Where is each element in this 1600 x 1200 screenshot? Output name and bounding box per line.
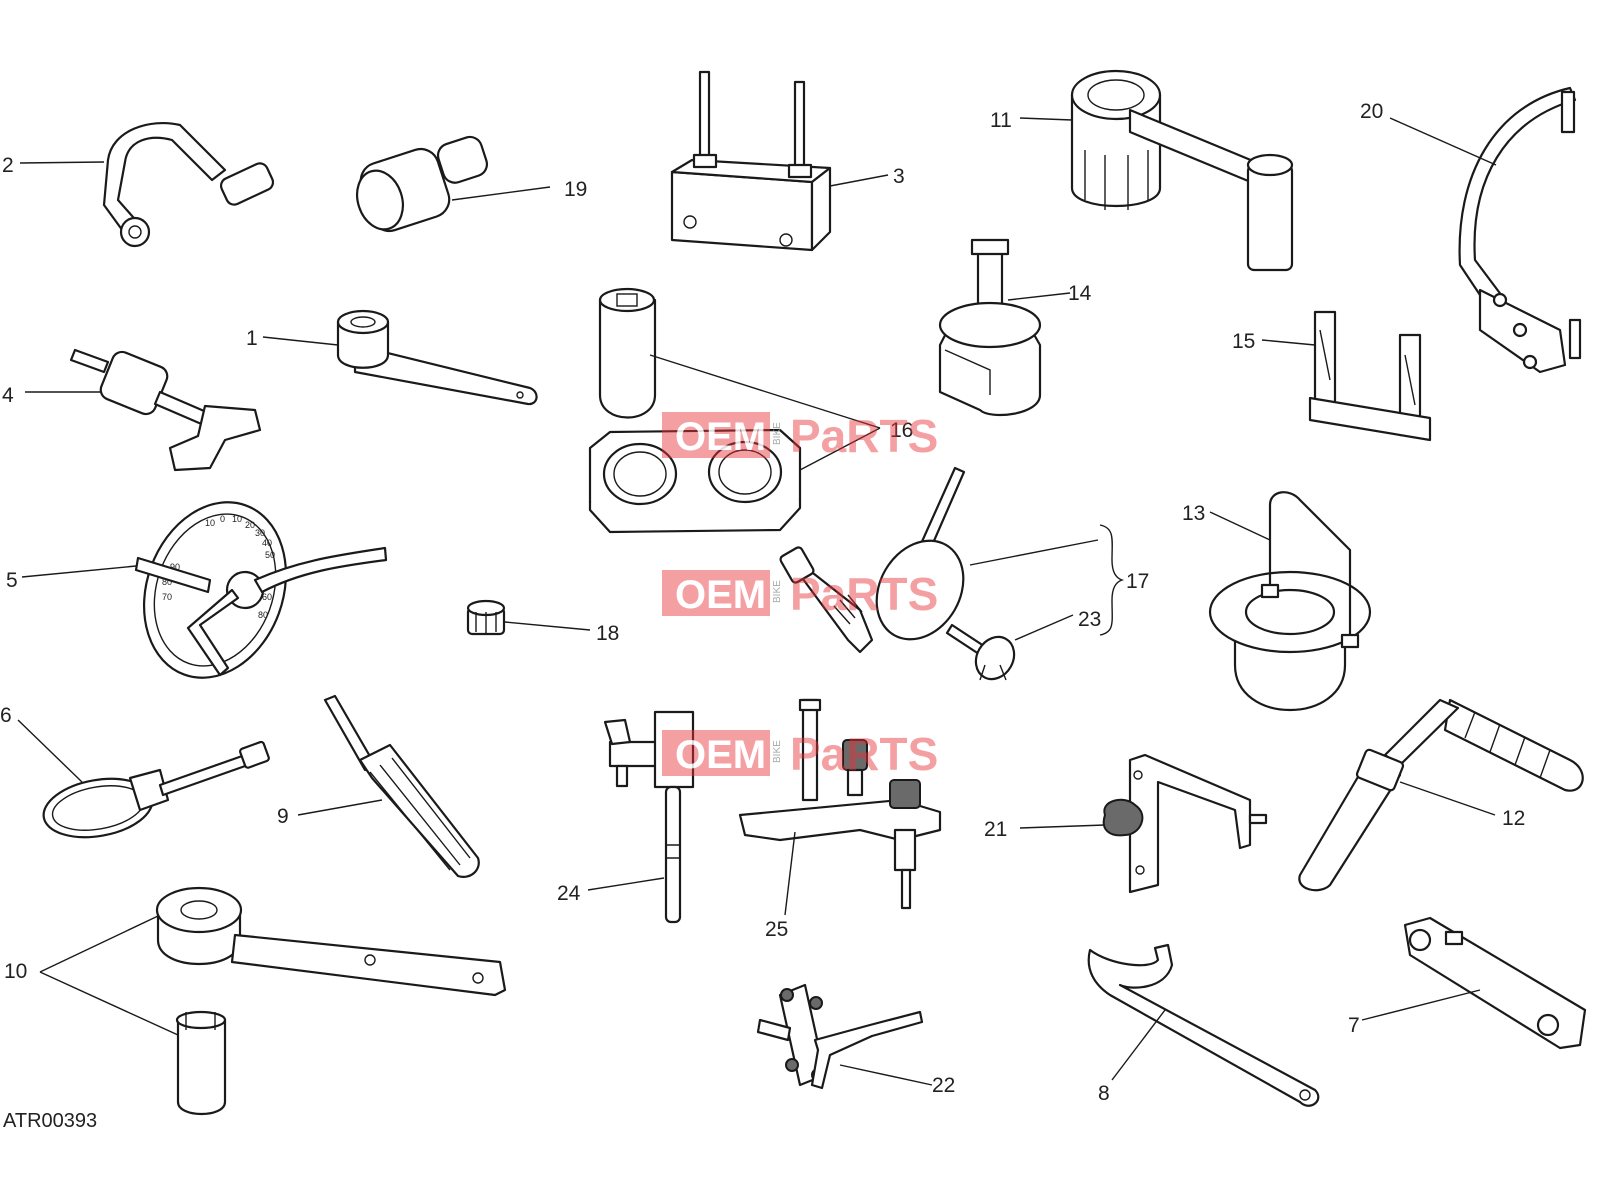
leader-lines: [17, 117, 1497, 1086]
tool-8-c-spanner: [1087, 943, 1320, 1107]
callout-14: 14: [1068, 282, 1092, 305]
tool-22-flange-puller: [756, 983, 924, 1090]
dial-mark: 50: [265, 550, 275, 560]
dial-mark: 10: [205, 518, 215, 528]
callout-2: 2: [2, 154, 14, 177]
tool-4-t-handle-puller: [69, 348, 262, 472]
dial-mark: 20: [245, 520, 255, 530]
watermark-parts: PaRTS: [790, 410, 938, 462]
tool-20-arc-tool: [1458, 86, 1582, 374]
dial-mark: 40: [262, 538, 272, 548]
watermark-bike: BIKE: [772, 580, 783, 603]
callout-3: 3: [893, 165, 905, 188]
dial-mark: 70: [162, 592, 172, 602]
tool-18-knurled-nut: [466, 599, 506, 636]
tool-14-slotted-tool: [938, 238, 1042, 417]
callout-8: 8: [1098, 1082, 1110, 1105]
callout-4: 4: [2, 384, 14, 407]
callout-labels: 1 2 3 4 5 6 7 8 9 10 11 12 13 14 15 16 1…: [0, 100, 1525, 1105]
callout-23: 23: [1078, 608, 1101, 631]
callout-5: 5: [6, 569, 18, 592]
watermark-3: OEM BIKE PaRTS: [662, 728, 938, 780]
tool-21-l-bracket: [1102, 753, 1268, 894]
tool-6-strap-wrench: [42, 740, 270, 839]
tool-11-crown-tool: [1070, 69, 1294, 272]
dial-mark: 10: [232, 514, 242, 524]
dial-mark: 80: [162, 577, 172, 587]
dial-mark: 90: [170, 562, 180, 572]
dial-mark: 60: [262, 592, 272, 602]
tool-10-spanner-and-socket: [155, 886, 507, 1115]
dial-mark: 80: [258, 610, 268, 620]
tool-19-socket: [356, 135, 489, 233]
watermark-parts: PaRTS: [790, 728, 938, 780]
tool-17-crank-assembly: [779, 466, 1016, 681]
callout-9: 9: [277, 805, 289, 828]
tool-9-knurled-handle: [323, 694, 480, 878]
drawing-code: ATR00393: [3, 1110, 97, 1132]
callout-17: 17: [1126, 570, 1149, 593]
callout-12: 12: [1502, 807, 1525, 830]
tool-2-hook-wrench: [102, 121, 275, 248]
watermark-parts: PaRTS: [790, 568, 938, 620]
callout-11: 11: [990, 109, 1012, 132]
callout-16: 16: [890, 419, 913, 442]
callout-15: 15: [1232, 330, 1255, 353]
callout-6: 6: [0, 704, 12, 727]
tool-12-ratchet-handle: [1298, 698, 1584, 892]
callout-24: 24: [557, 882, 581, 905]
watermark-bike: BIKE: [772, 422, 783, 445]
callout-10: 10: [4, 960, 27, 983]
callout-18: 18: [596, 622, 619, 645]
callout-1: 1: [246, 327, 258, 350]
watermark-oem: OEM: [675, 573, 766, 617]
callout-20: 20: [1360, 100, 1383, 123]
tool-7-pin-wrench: [1403, 916, 1587, 1050]
dial-mark: 0: [220, 514, 225, 524]
watermark-1: OEM BIKE PaRTS: [662, 410, 938, 462]
callout-19: 19: [564, 178, 587, 201]
tool-3-bracket: [670, 70, 832, 252]
tool-1-pin-wrench: [336, 309, 538, 406]
callout-21: 21: [984, 818, 1007, 841]
watermark-oem: OEM: [675, 415, 766, 459]
callout-13: 13: [1182, 502, 1205, 525]
tool-13-ring-with-handle: [1208, 491, 1372, 712]
tool-16-socket-and-plate: [588, 287, 802, 534]
watermark-bike: BIKE: [772, 740, 783, 763]
callout-25: 25: [765, 918, 788, 941]
tool-25-bridge-tool: [738, 698, 942, 910]
callout-7: 7: [1348, 1014, 1360, 1037]
tool-24-wing-nut-holder: [603, 710, 695, 924]
dial-mark: 30: [255, 528, 265, 538]
watermark-2: OEM BIKE PaRTS: [662, 568, 938, 620]
tool-15-u-gauge: [1308, 310, 1432, 442]
watermark-oem: OEM: [675, 733, 766, 777]
tool-5-degree-wheel: 10 0 10 20 30 40 50 60 70 80 90 80: [134, 501, 388, 679]
callout-22: 22: [932, 1074, 955, 1097]
